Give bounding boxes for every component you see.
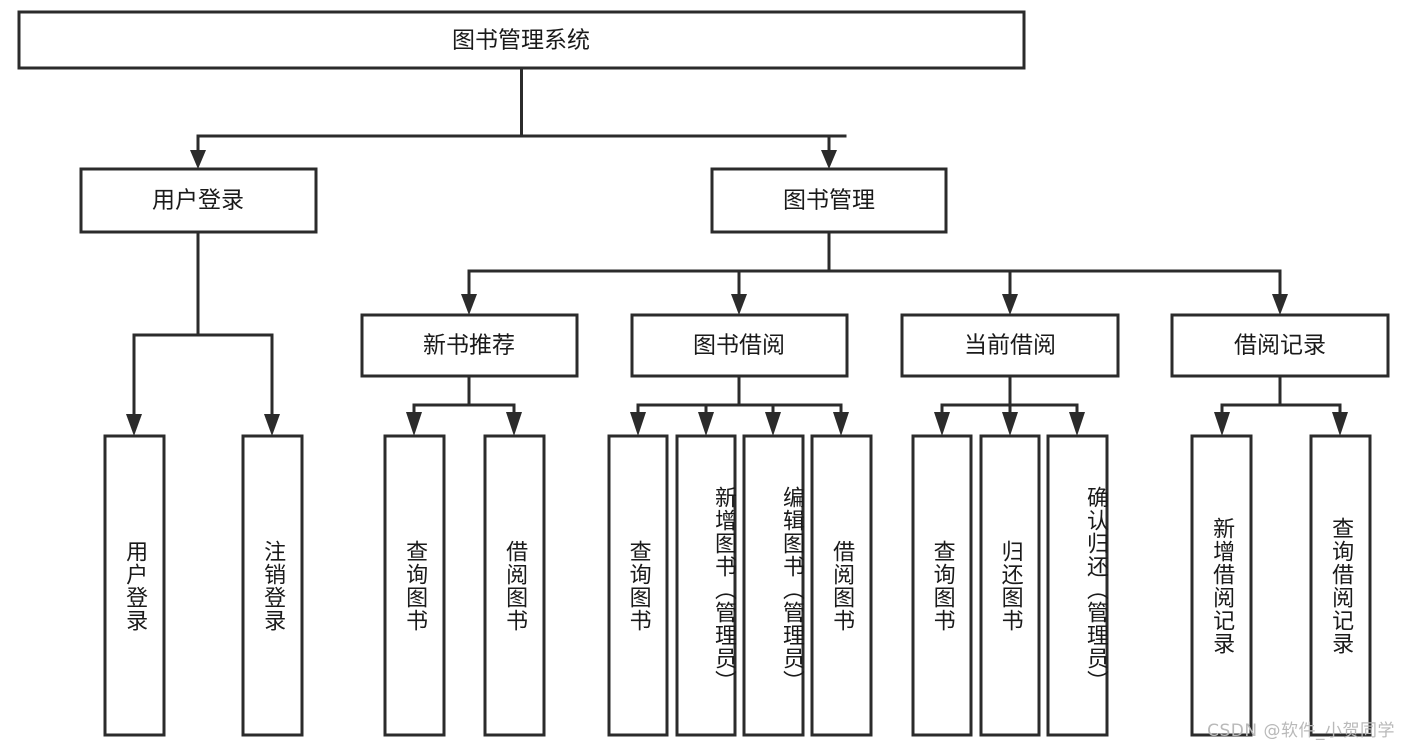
arrow-head-icon <box>630 412 646 436</box>
connector-bookborrow-to-leaves <box>630 374 849 436</box>
arrow-head-icon <box>406 412 422 436</box>
leaf-box-user-logout[interactable] <box>241 434 304 737</box>
node-book-borrow[interactable]: 图书借阅 <box>630 313 849 378</box>
leaf-boxes <box>103 434 1372 737</box>
node-box[interactable] <box>360 313 579 378</box>
arrow-head-icon <box>1214 412 1230 436</box>
leaf-box-add-book[interactable] <box>675 434 737 737</box>
node-user-login[interactable]: 用户登录 <box>79 167 318 234</box>
arrow-head-icon <box>1002 412 1018 436</box>
leaf-box-edit-book[interactable] <box>742 434 805 737</box>
leaf-box-borrow-book-1[interactable] <box>483 434 546 737</box>
node-label: 当前借阅 <box>964 333 1056 359</box>
arrow-head-icon <box>1332 412 1348 436</box>
leaf-box-query-record[interactable] <box>1309 434 1372 737</box>
leaf-box-borrow-book-2[interactable] <box>810 434 873 737</box>
connector-newbook-to-leaves <box>406 374 522 436</box>
arrow-head-icon <box>765 412 781 436</box>
node-box[interactable] <box>79 167 318 234</box>
arrow-head-icon <box>264 414 280 436</box>
arrow-head-icon <box>934 412 950 436</box>
leaf-box-query-book-3[interactable] <box>911 434 973 737</box>
node-borrow-record[interactable]: 借阅记录 <box>1170 313 1390 378</box>
arrow-head-icon <box>821 150 837 169</box>
arrow-head-icon <box>506 412 522 436</box>
leaf-box-query-book-2[interactable] <box>607 434 669 737</box>
node-label: 图书管理 <box>783 188 875 214</box>
node-new-book-rec[interactable]: 新书推荐 <box>360 313 579 378</box>
arrow-head-icon <box>1069 412 1085 436</box>
arrow-head-icon <box>461 294 477 315</box>
leaf-box-query-book-1[interactable] <box>383 434 446 737</box>
leaf-box-return-book[interactable] <box>979 434 1041 737</box>
node-box[interactable] <box>17 10 1026 70</box>
node-label: 图书借阅 <box>693 333 785 359</box>
arrow-head-icon <box>126 414 142 436</box>
arrow-head-icon <box>698 412 714 436</box>
leaf-box-add-record[interactable] <box>1190 434 1253 737</box>
node-box[interactable] <box>710 167 948 234</box>
connector-currentborrow-to-leaves <box>934 374 1085 436</box>
connector-borrowrecord-to-leaves <box>1214 374 1348 436</box>
connector-root-to-level2 <box>190 66 847 169</box>
arrow-head-icon <box>190 150 206 169</box>
node-book-manage[interactable]: 图书管理 <box>710 167 948 234</box>
node-box[interactable] <box>1170 313 1390 378</box>
node-box[interactable] <box>630 313 849 378</box>
arrow-head-icon <box>1002 294 1018 315</box>
arrow-head-icon <box>731 294 747 315</box>
node-label: 借阅记录 <box>1234 333 1326 359</box>
node-box[interactable] <box>900 313 1120 378</box>
node-root[interactable]: 图书管理系统 <box>17 10 1026 70</box>
connector-userlogin-to-leaves <box>126 230 280 436</box>
node-label: 新书推荐 <box>423 333 515 359</box>
node-label: 图书管理系统 <box>452 28 590 54</box>
node-label: 用户登录 <box>152 188 244 214</box>
arrow-head-icon <box>1272 294 1288 315</box>
arrow-head-icon <box>833 412 849 436</box>
connector-bookmanage-to-level3 <box>461 230 1288 315</box>
leaf-box-confirm-return[interactable] <box>1046 434 1109 737</box>
watermark-text: CSDN @软件_小贺同学 <box>1207 721 1395 741</box>
leaf-box-user-login[interactable] <box>103 434 166 737</box>
node-current-borrow[interactable]: 当前借阅 <box>900 313 1120 378</box>
